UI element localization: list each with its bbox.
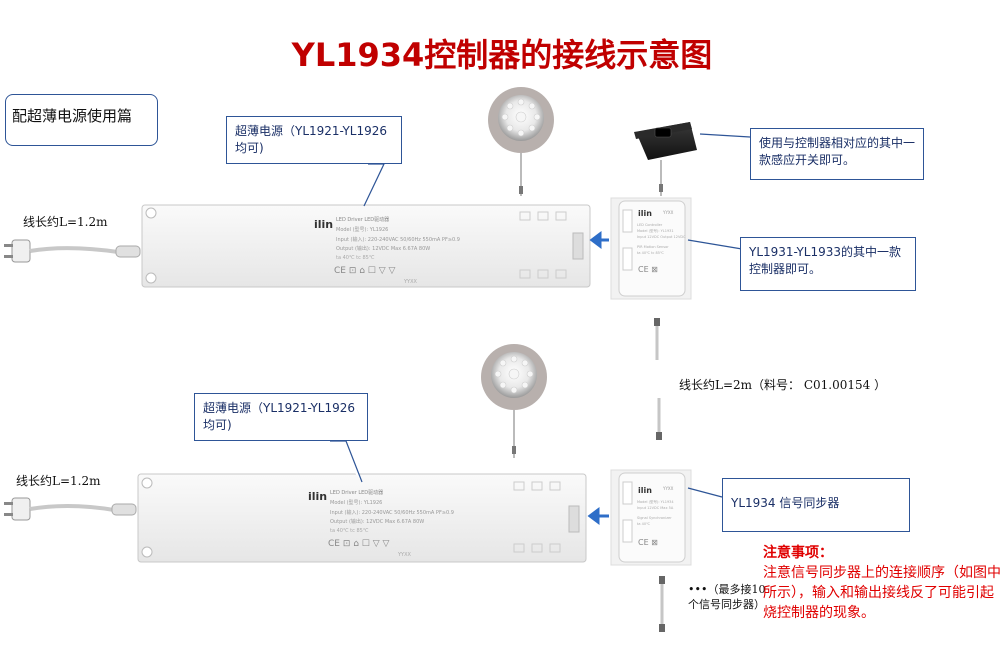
arrow-icon bbox=[589, 231, 609, 249]
callout-sensor-switch: 使用与控制器相对应的其中一款感应开关即可。 bbox=[750, 128, 924, 180]
svg-text:CE ⊡ ⌂ ☐ ▽ ▽: CE ⊡ ⌂ ☐ ▽ ▽ bbox=[328, 539, 390, 549]
chain-cable bbox=[659, 576, 665, 632]
driver-top: ilin LED Driver LED驱动器 Model (型号): YL192… bbox=[141, 204, 591, 288]
svg-text:YYXX: YYXX bbox=[397, 552, 412, 558]
svg-text:ta 40℃ tc 85℃: ta 40℃ tc 85℃ bbox=[336, 255, 375, 261]
svg-text:Output (输出): 12VDC Max 6.67A 8: Output (输出): 12VDC Max 6.67A 80W bbox=[330, 518, 424, 525]
svg-text:Model (型号): YL1926: Model (型号): YL1926 bbox=[330, 499, 382, 506]
svg-text:ilin: ilin bbox=[638, 486, 652, 495]
driver-bottom: ilin LED Driver LED驱动器 Model (型号): YL192… bbox=[137, 473, 587, 563]
callout-controller: YL1931-YL1933的其中一款控制器即可。 bbox=[740, 237, 916, 291]
warning-heading: 注意事项： bbox=[763, 545, 833, 561]
section-label: 配超薄电源使用篇 bbox=[5, 94, 158, 146]
svg-text:Input 12VDC Output 12VDC: Input 12VDC Output 12VDC bbox=[637, 235, 686, 239]
svg-text:YYXX: YYXX bbox=[662, 486, 674, 491]
svg-text:ilin: ilin bbox=[638, 209, 652, 218]
svg-text:LED Controller: LED Controller bbox=[637, 223, 663, 227]
chain-note: •••（最多接10个信号同步器） bbox=[688, 583, 766, 611]
svg-text:LED Driver LED驱动器: LED Driver LED驱动器 bbox=[330, 489, 383, 496]
svg-text:YYXX: YYXX bbox=[662, 210, 674, 215]
svg-text:CE ⊡ ⌂ ☐ ▽ ▽: CE ⊡ ⌂ ☐ ▽ ▽ bbox=[334, 266, 396, 276]
link-cable bbox=[654, 318, 662, 440]
svg-text:CE ⊠: CE ⊠ bbox=[638, 265, 658, 274]
driver-brand-bottom: ilin bbox=[308, 490, 327, 503]
svg-text:ta 40℃ tc 85℃: ta 40℃ tc 85℃ bbox=[637, 251, 664, 255]
power-plug-top bbox=[4, 239, 141, 263]
svg-text:Output (输出): 12VDC Max 6.67A 8: Output (输出): 12VDC Max 6.67A 80W bbox=[336, 245, 430, 252]
sensor-switch bbox=[634, 122, 697, 196]
page-title: YL1934控制器的接线示意图 bbox=[291, 36, 713, 74]
svg-text:Input (输入): 220-240VAC 50/60Hz: Input (输入): 220-240VAC 50/60Hz 550mA PF≥… bbox=[330, 509, 454, 516]
driver-brand-top: ilin bbox=[314, 218, 333, 231]
warning-note: 注意事项： 注意信号同步器上的连接顺序（如图中所示），输入和输出接线反了可能引起… bbox=[763, 543, 1003, 623]
svg-text:Signal Synchronizer: Signal Synchronizer bbox=[637, 516, 672, 520]
callout-sync: YL1934 信号同步器 bbox=[722, 478, 910, 532]
callout-power-bottom: 超薄电源（YL1921-YL1926均可) bbox=[194, 393, 368, 441]
cable-label-top: 线长约L=1.2m bbox=[23, 215, 108, 229]
cable-label-bottom: 线长约L=1.2m bbox=[16, 474, 101, 488]
puck-light-bottom bbox=[481, 344, 547, 458]
svg-text:YYXX: YYXX bbox=[403, 279, 418, 285]
arrow-icon bbox=[587, 507, 609, 525]
svg-text:ta 40℃ tc 85℃: ta 40℃ tc 85℃ bbox=[330, 528, 369, 534]
svg-text:ta 40℃: ta 40℃ bbox=[637, 522, 650, 526]
svg-text:Model (型号): YL1931: Model (型号): YL1931 bbox=[637, 228, 674, 233]
cable-label-middle: 线长约L=2m（料号： C01.00154 ） bbox=[679, 378, 887, 392]
svg-text:Model (型号): YL1934: Model (型号): YL1934 bbox=[637, 499, 674, 504]
svg-text:Model (型号): YL1926: Model (型号): YL1926 bbox=[336, 226, 388, 233]
power-plug-bottom bbox=[4, 497, 137, 521]
svg-text:Input (输入): 220-240VAC 50/60Hz: Input (输入): 220-240VAC 50/60Hz 550mA PF≥… bbox=[336, 236, 460, 243]
svg-text:Input 12VDC Max 5A: Input 12VDC Max 5A bbox=[637, 506, 674, 510]
warning-body: 注意信号同步器上的连接顺序（如图中所示），输入和输出接线反了可能引起烧控制器的现… bbox=[763, 565, 1001, 621]
svg-text:PIR Motion Sensor: PIR Motion Sensor bbox=[637, 245, 669, 249]
svg-text:LED Driver LED驱动器: LED Driver LED驱动器 bbox=[336, 216, 389, 223]
callout-power-top: 超薄电源（YL1921-YL1926均可) bbox=[226, 116, 402, 164]
puck-light-top bbox=[488, 87, 554, 196]
svg-text:CE ⊠: CE ⊠ bbox=[638, 538, 658, 547]
